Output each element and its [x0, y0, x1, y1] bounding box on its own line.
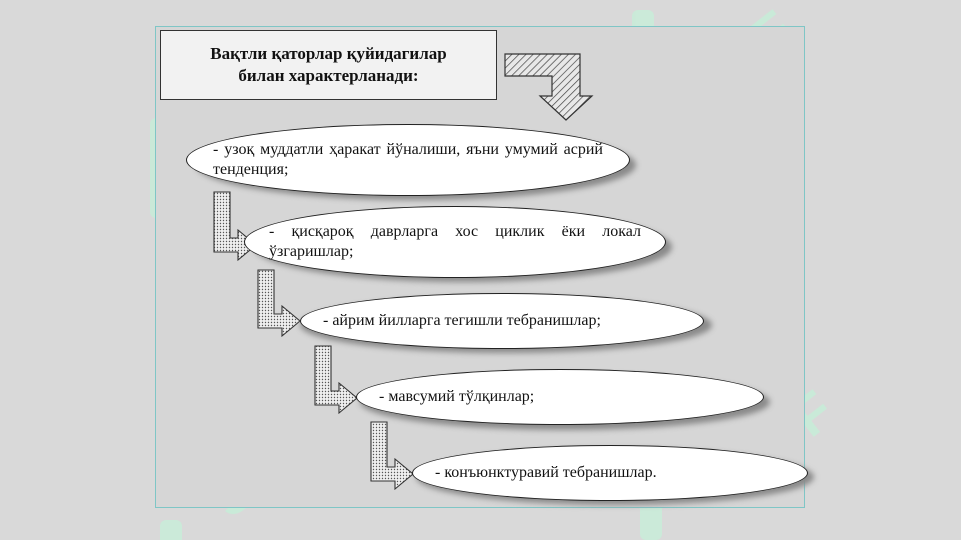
- connector-arrow-icon-2: [257, 269, 301, 338]
- list-item: - айрим йилларга тегишли тебранишлар;: [300, 293, 704, 349]
- list-item-text: - мавсумий тўлқинлар;: [379, 388, 535, 405]
- list-item-text: - қисқароқ даврларга хос циклик ёки лока…: [269, 223, 641, 260]
- connector-arrow-icon-4: [370, 421, 414, 491]
- list-item: - конъюнктуравий тебранишлар.: [412, 445, 808, 501]
- list-item-text: - айрим йилларга тегишли тебранишлар;: [323, 312, 601, 329]
- list-item: - қисқароқ даврларга хос циклик ёки лока…: [244, 206, 666, 278]
- connector-arrow-icon-3: [314, 345, 358, 415]
- list-item: - мавсумий тўлқинлар;: [356, 369, 764, 425]
- list-item: - узоқ муддатли ҳаракат йўналиши, яъни у…: [186, 124, 630, 196]
- title-arrow-icon: [504, 53, 594, 121]
- diagram-title: Вақтли қаторлар қуйидагилар билан характ…: [160, 30, 497, 100]
- list-item-text: - конъюнктуравий тебранишлар.: [435, 464, 657, 481]
- list-item-text: - узоқ муддатли ҳаракат йўналиши, яъни у…: [213, 141, 603, 178]
